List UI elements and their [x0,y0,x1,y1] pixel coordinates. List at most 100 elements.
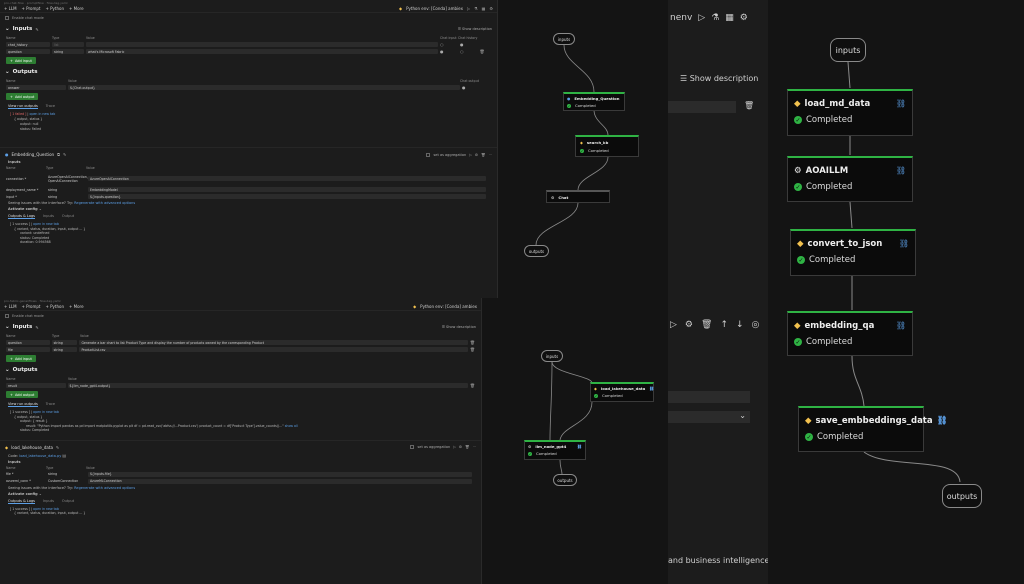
input-value-field[interactable] [86,42,438,47]
collapse-chevron-icon[interactable]: ⌄ [5,324,10,330]
regenerate-link[interactable]: Regenerate with advanced options [74,485,136,490]
input-value-field[interactable]: ProductList.csv [79,347,468,352]
activate-config-toggle[interactable]: Activate config ⌄ [8,207,42,211]
delete-icon[interactable]: 🗑 [469,383,475,388]
collapse-chevron-icon[interactable]: ⌄ [5,26,10,32]
run-node-icon[interactable]: ▷ [469,152,472,157]
graph-inputs-node[interactable]: inputs [830,38,866,62]
collapse-chevron-icon[interactable]: ⌄ [5,367,10,373]
graph-node-aoaillm[interactable]: ⚙AOAILLM ✓Completed ⛓ [787,156,913,202]
graph-inputs-node[interactable]: inputs [541,350,563,362]
add-python-button[interactable]: + Python [45,304,65,309]
tab-output[interactable]: Output [61,214,75,218]
run-icon[interactable]: ▷ [698,13,706,23]
add-more-button[interactable]: + More [69,6,84,11]
run-node-icon[interactable]: ▷ [453,445,456,449]
graph-node-load-md-data[interactable]: ◆load_md_data ✓Completed ⛓ [787,89,913,136]
enable-chat-toggle[interactable]: Enable chat mode [0,311,481,321]
settings-icon[interactable]: ⚙ [489,6,493,11]
add-input-button[interactable]: +Add input [6,355,36,362]
edit-icon[interactable]: ✎ [35,324,39,330]
code-file-link[interactable]: load_lakehouse_data.py [19,453,62,458]
delete-icon[interactable]: 🗑 [481,152,486,157]
link-icon[interactable]: ⛓ [895,166,906,175]
show-description-button[interactable]: ☰ Show description [457,27,492,31]
input-name-field[interactable]: question [6,49,50,54]
graph-node-llm-gpt4[interactable]: ⚙llm_node_gpt4⛓ ✓Completed [524,440,586,460]
enable-chat-toggle[interactable]: Enable chat mode [0,13,497,23]
delete-icon[interactable]: 🗑 [479,49,485,54]
run-icon[interactable]: ▷ [670,320,677,330]
value-field[interactable] [668,101,736,113]
open-new-tab-link[interactable]: open in new tab [33,506,59,511]
settings-icon[interactable]: ⚙ [739,13,748,23]
input-value-field[interactable]: what's Microsoft Fabric [86,49,438,54]
add-prompt-button[interactable]: + Prompt [21,304,41,309]
add-llm-button[interactable]: + LLM [4,6,17,11]
collapse-chevron-icon[interactable]: ⌄ [5,69,10,75]
graph-node-embedding-qa[interactable]: ◆embedding_qa ✓Completed ⛓ [787,311,913,356]
file-icon[interactable]: ▤ [62,452,67,458]
output-value-field[interactable]: ${Chat.output} [68,85,460,90]
chat-history-radio[interactable]: ○ [460,49,464,54]
tab-outputs-logs[interactable]: Outputs & Logs [8,214,36,219]
arrow-down-icon[interactable]: ↓ [735,320,744,330]
delete-icon[interactable]: 🗑 [469,340,475,345]
add-llm-button[interactable]: + LLM [4,304,17,309]
graph-node-chat[interactable]: ⚙Chat [546,190,610,203]
delete-icon[interactable]: 🗑 [469,347,475,352]
input-name-field[interactable]: file [6,347,50,352]
copy-icon[interactable]: ⧉ [57,152,60,157]
checkbox[interactable] [5,314,9,318]
tab-inputs[interactable]: Inputs [43,498,54,503]
add-output-button[interactable]: +Add output [6,391,39,398]
python-env-selector[interactable]: Python env: [Conda] ambiex [420,304,477,309]
chat-input-radio[interactable]: ○ [440,42,444,47]
link-icon[interactable]: ⛓ [577,444,582,449]
input-type-select[interactable]: list [52,42,84,47]
chat-history-radio[interactable]: ● [460,42,464,47]
edit-icon[interactable]: ✎ [62,152,67,157]
add-input-button[interactable]: +Add input [6,57,36,64]
input-name-field[interactable]: question [6,340,50,345]
graph-outputs-node[interactable]: outputs [553,474,577,486]
output-name-field[interactable]: answer [6,85,66,90]
link-icon[interactable]: ⛓ [895,321,906,330]
tab-outputs-logs[interactable]: Outputs & Logs [8,498,36,504]
add-more-button[interactable]: + More [69,304,84,309]
param-value-field[interactable]: ${inputs.file} [88,471,472,477]
value-field[interactable] [668,391,750,403]
graph-inputs-node[interactable]: inputs [553,33,575,45]
input-value-field[interactable]: Generate a bar chart to list Product Typ… [79,340,468,345]
link-icon[interactable]: ⛓ [649,386,655,391]
graph-node-load-lakehouse[interactable]: ◆load_lakehouse_data⛓ ✓Completed [590,382,654,402]
link-icon[interactable]: ⛓ [895,99,906,108]
graph-outputs-node[interactable]: outputs [524,245,549,257]
chat-input-radio[interactable]: ● [440,49,444,54]
show-all-link[interactable]: show all [284,423,298,428]
more-icon[interactable]: ⋯ [472,445,477,449]
open-new-tab-link[interactable]: open in new tab [29,112,56,116]
input-name-field[interactable]: chat_history [6,42,50,47]
target-icon[interactable]: ◎ [751,320,760,330]
grid-icon[interactable]: ▦ [481,6,486,11]
open-new-tab-link[interactable]: open in new tab [33,410,59,414]
graph-node-search-kb[interactable]: ◆search_kb ✓Completed [575,135,639,157]
chat-output-radio[interactable]: ● [462,85,466,90]
input-type-select[interactable]: string [51,340,78,345]
param-value-field[interactable]: ${inputs.question} [88,194,486,199]
tab-view-run-outputs[interactable]: View run outputs [8,402,38,407]
regenerate-link[interactable]: Regenerate with advanced options [74,201,136,205]
checkbox[interactable] [5,16,9,20]
graph-outputs-node[interactable]: outputs [942,484,982,508]
activate-config-toggle[interactable]: Activate config ⌄ [8,491,42,496]
debug-icon[interactable]: ⚙ [474,152,479,157]
add-prompt-button[interactable]: + Prompt [21,6,41,11]
edit-icon[interactable]: ✎ [55,444,60,450]
checkbox[interactable] [426,152,431,157]
input-type-select[interactable]: string [52,49,84,54]
link-icon[interactable]: ⛓ [898,239,909,248]
test-icon[interactable]: ⚗ [474,6,478,11]
add-python-button[interactable]: + Python [45,6,65,11]
tab-output[interactable]: Output [61,498,75,503]
